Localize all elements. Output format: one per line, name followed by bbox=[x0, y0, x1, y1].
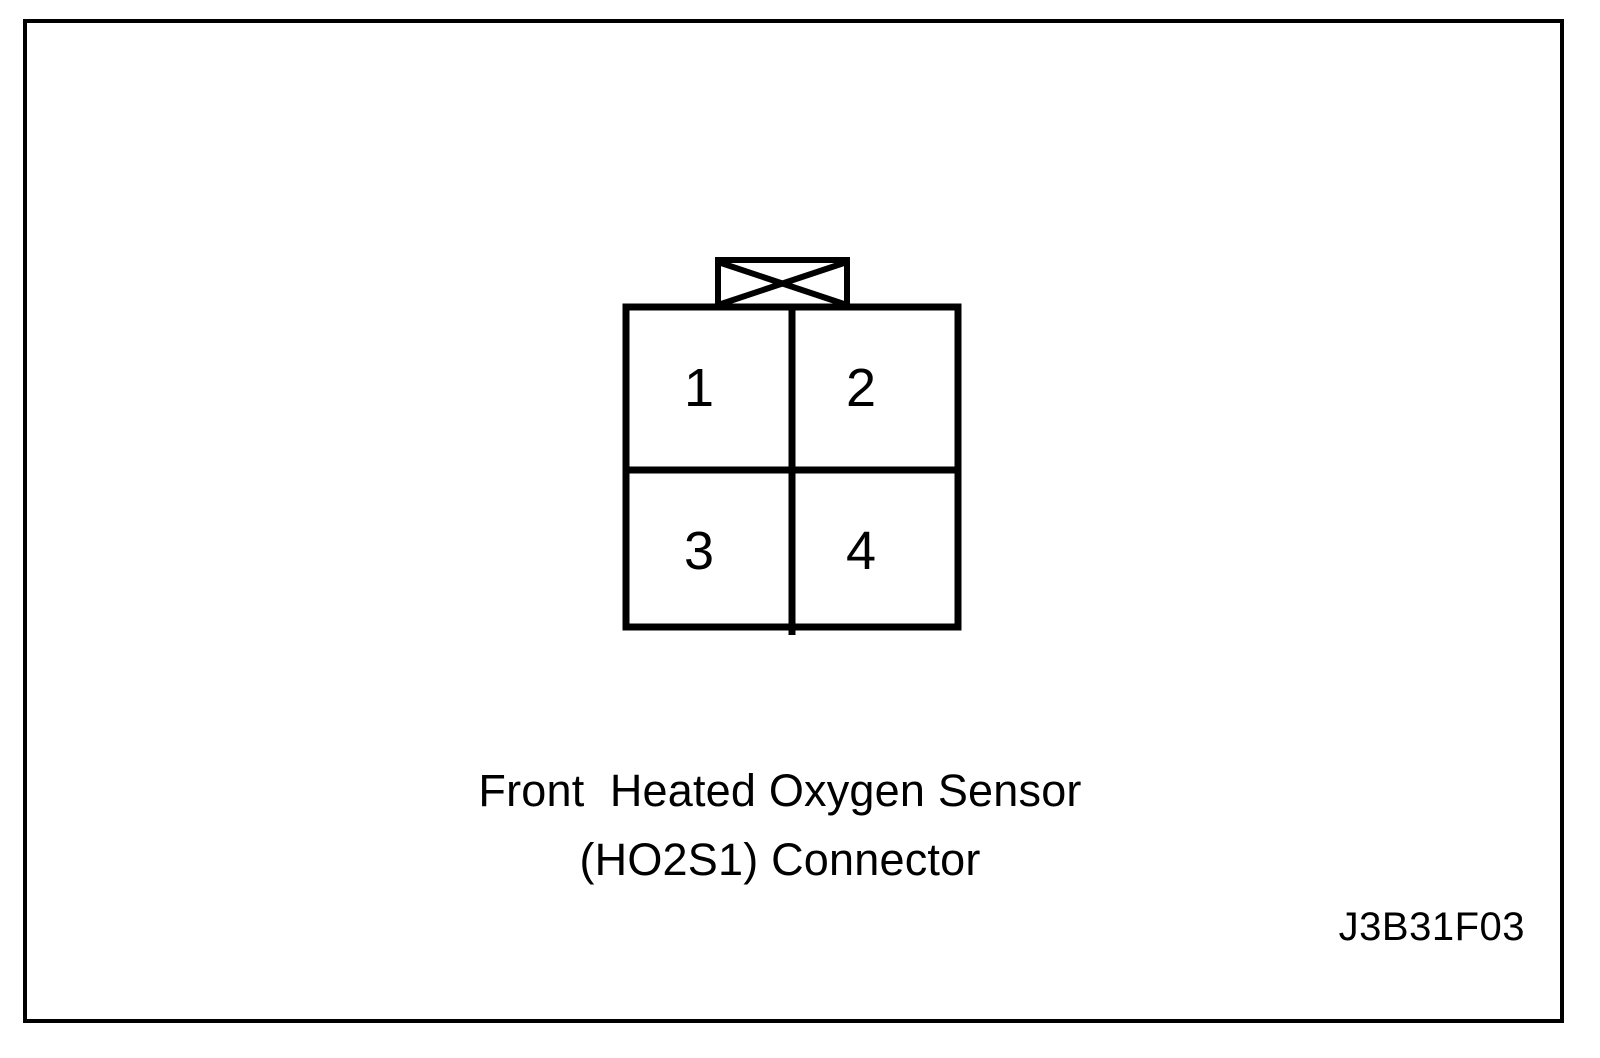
caption-line-secondary: (HO2S1) Connector bbox=[579, 834, 981, 885]
locking-tab-cross-line-b bbox=[720, 260, 845, 307]
figure-border bbox=[23, 19, 1564, 1023]
figure-reference-code: J3B31F03 bbox=[1338, 905, 1525, 949]
terminal-number-4: 4 bbox=[846, 521, 876, 581]
caption-line-primary: Front Heated Oxygen Sensor bbox=[478, 765, 1082, 816]
locking-tab bbox=[715, 257, 850, 310]
terminal-number-2: 2 bbox=[846, 358, 876, 418]
terminal-number-1: 1 bbox=[684, 358, 714, 418]
connector-face-svg: 1 2 3 4 bbox=[622, 257, 962, 635]
connector-diagram: 1 2 3 4 bbox=[600, 248, 980, 648]
figure-caption: Front Heated Oxygen Sensor (HO2S1) Conne… bbox=[190, 768, 1370, 882]
terminal-number-3: 3 bbox=[684, 521, 714, 581]
